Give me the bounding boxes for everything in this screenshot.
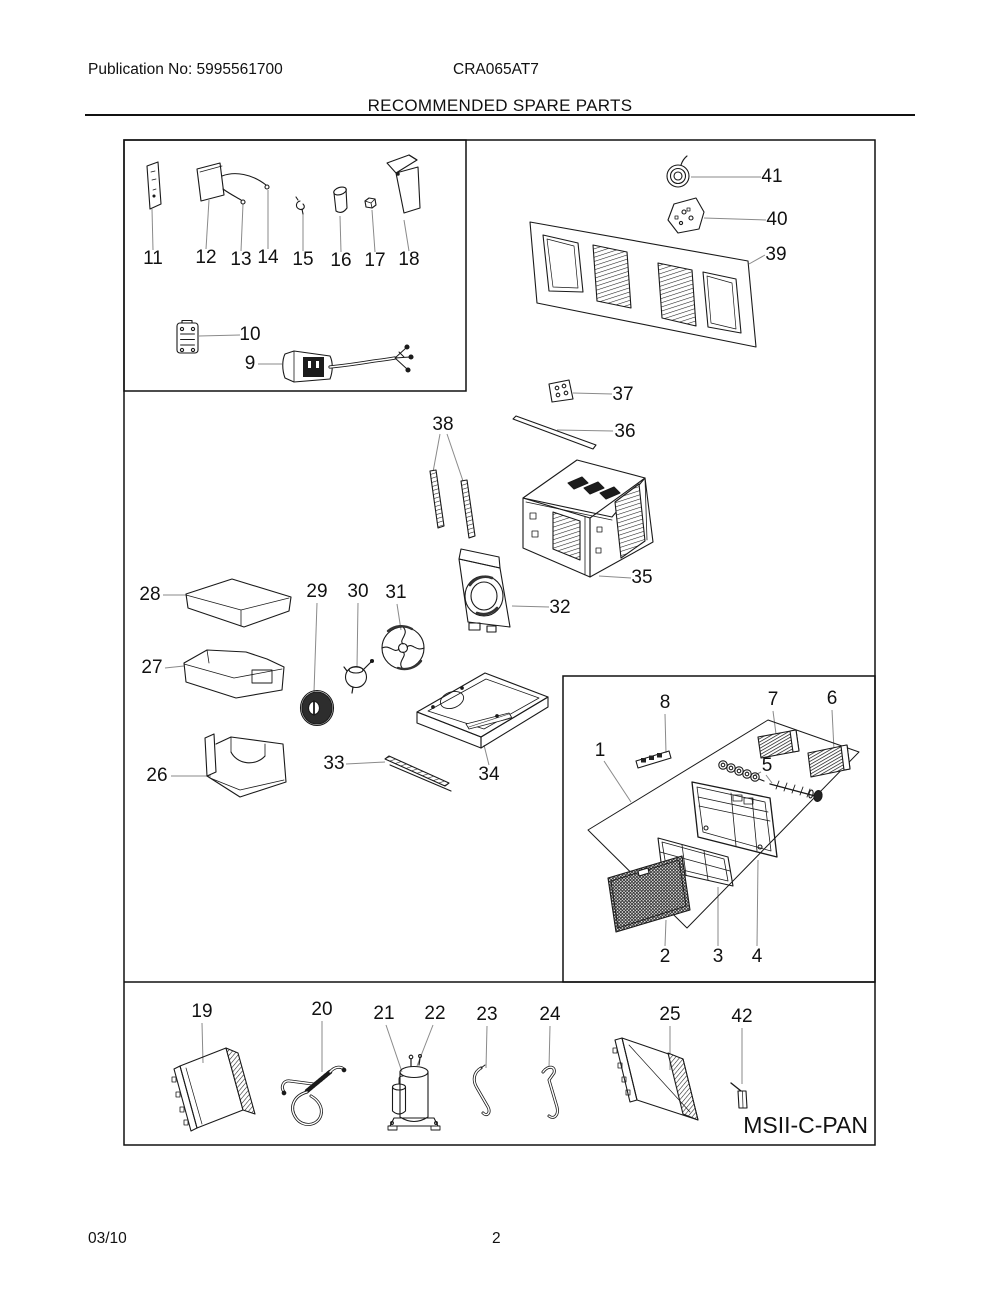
diagram-note: MSII-C-PAN (743, 1112, 868, 1138)
part-15-drawing (295, 196, 305, 215)
part-27-drawing (183, 649, 285, 699)
part-24-drawing (541, 1065, 559, 1119)
part-40-drawing (667, 197, 705, 234)
part-5-drawing (718, 760, 823, 802)
part-35-drawing (522, 459, 654, 578)
part-23-drawing (472, 1064, 491, 1117)
part-19-drawing (171, 1047, 256, 1132)
part-4-drawing (691, 781, 778, 858)
model-number: CRA065AT7 (453, 61, 539, 78)
publication-number: Publication No: 5995561700 (88, 61, 283, 78)
part-2-drawing (607, 855, 691, 933)
part-9-drawing (282, 344, 414, 383)
front-assembly-box-border (562, 675, 876, 983)
part-32-drawing (458, 548, 511, 633)
footer-page-number: 2 (492, 1230, 501, 1247)
part-30-drawing (343, 658, 375, 694)
part-41-drawing (666, 155, 690, 188)
footer-date: 03/10 (88, 1230, 127, 1247)
electrical-box-border (123, 139, 467, 392)
part-37-drawing (548, 379, 574, 403)
part-8-drawing (635, 750, 672, 769)
part-drawings (146, 154, 860, 1132)
part-11-drawing (146, 161, 162, 210)
part-29-drawing (299, 689, 335, 727)
leader-lines (151, 176, 835, 1084)
part-6-drawing (807, 744, 851, 778)
outer-border (123, 139, 876, 1146)
part-3-drawing (657, 837, 734, 887)
part-18-drawing (386, 154, 421, 214)
part-16-drawing (333, 186, 348, 214)
part-25-drawing (612, 1037, 699, 1121)
part-42-drawing (730, 1082, 748, 1109)
page-title: RECOMMENDED SPARE PARTS (367, 96, 633, 115)
part-20-drawing (280, 1065, 347, 1126)
part-38-drawing (429, 469, 476, 539)
part-31-drawing (381, 624, 425, 671)
part-17-drawing (364, 197, 377, 209)
part-36-drawing (512, 415, 597, 450)
part-21-22-drawing (387, 1054, 441, 1131)
part-7-drawing (757, 729, 800, 759)
part-26-drawing (204, 733, 287, 798)
part-39-drawing (529, 221, 757, 348)
part-28-drawing (185, 578, 292, 628)
part-10-drawing (176, 319, 199, 354)
part-33-drawing (384, 755, 452, 792)
part-1-assembly-outline (587, 719, 860, 929)
part-34-drawing (416, 672, 549, 749)
part-12-drawing (196, 162, 270, 205)
diagram-borders (123, 139, 876, 1146)
